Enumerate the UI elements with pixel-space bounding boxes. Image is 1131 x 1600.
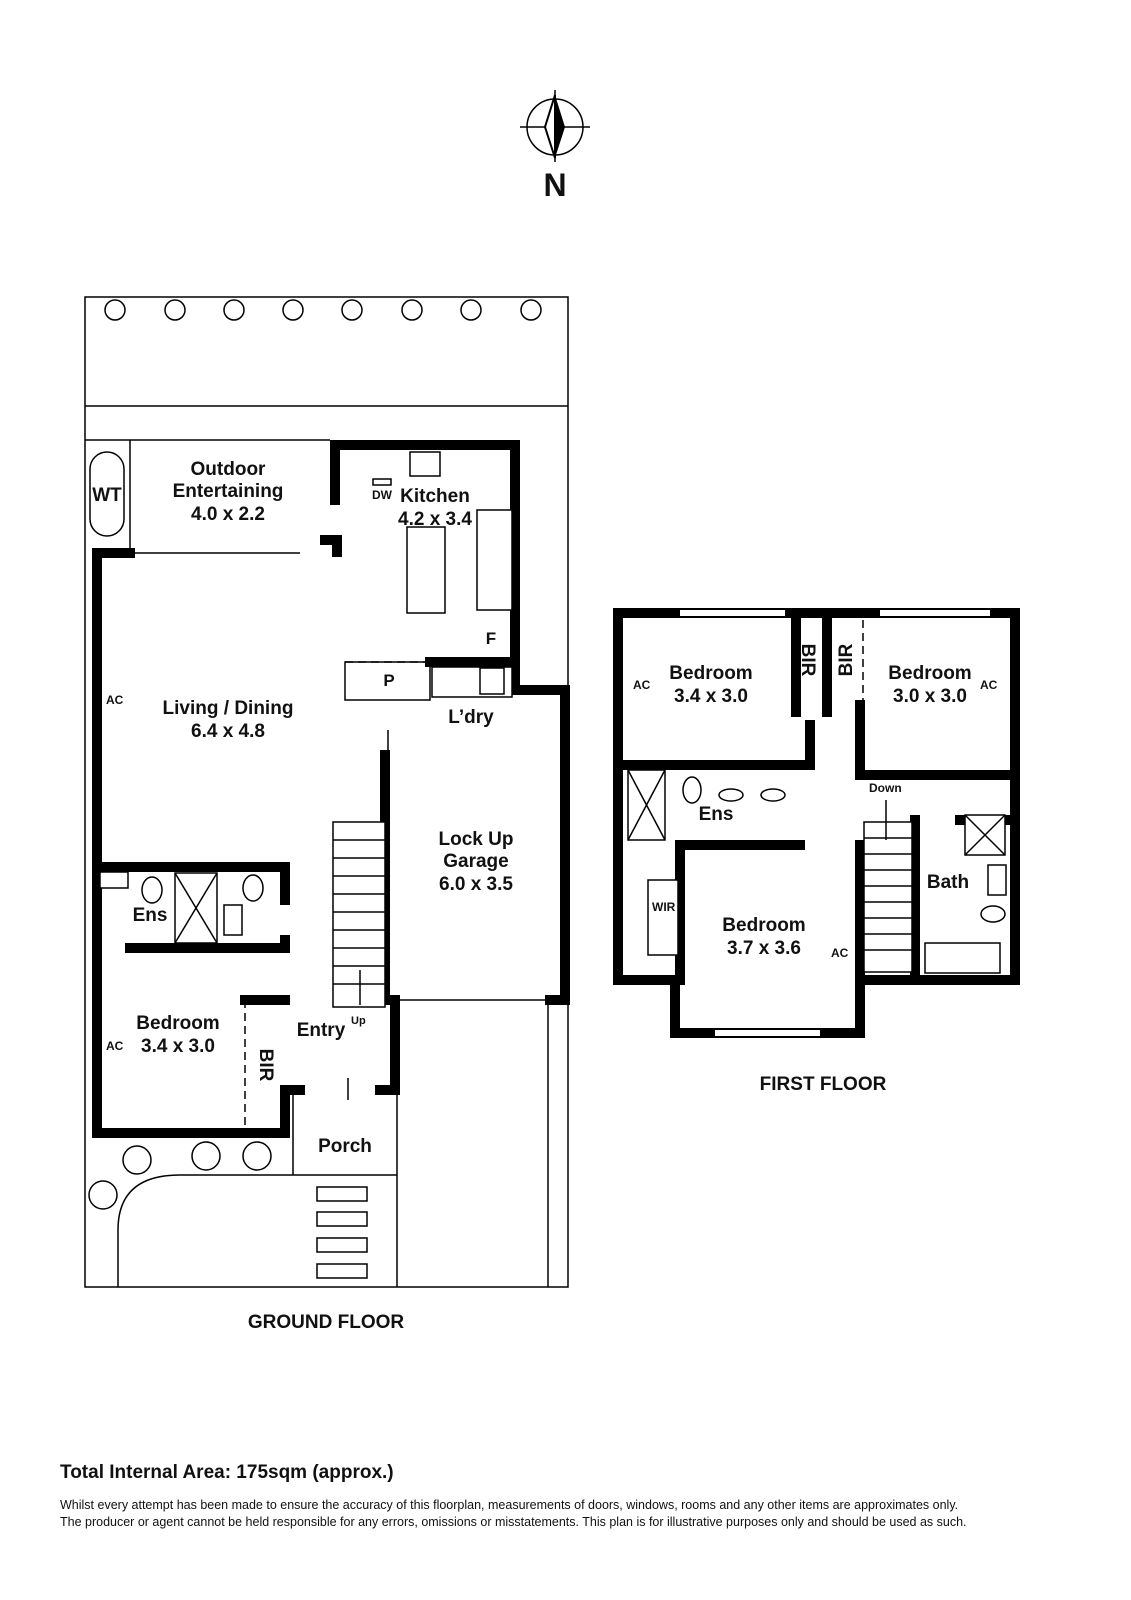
room-ens-name: Ens [133, 905, 168, 926]
label-ac-living: AC [106, 693, 124, 707]
disclaimer: Whilst every attempt has been made to en… [60, 1497, 967, 1531]
room-laundry-name: L’dry [448, 707, 494, 728]
ground-floor-title: GROUND FLOOR [248, 1312, 404, 1333]
north-arrow-icon [520, 90, 590, 162]
first-floor-title: FIRST FLOOR [760, 1074, 887, 1095]
ff-room-bedroom2-size: 3.0 x 3.0 [893, 686, 967, 707]
label-dw: DW [372, 488, 393, 502]
room-bedroom-size: 3.4 x 3.0 [141, 1036, 215, 1057]
label-up: Up [351, 1015, 366, 1027]
room-outdoor-name2: Entertaining [173, 481, 284, 502]
room-porch-name: Porch [318, 1136, 372, 1157]
room-garage-size: 6.0 x 3.5 [439, 874, 513, 895]
ff-label-ac-1: AC [633, 678, 651, 692]
total-internal-area: Total Internal Area: 175sqm (approx.) [60, 1462, 394, 1483]
ff-room-bedroom1-size: 3.4 x 3.0 [674, 686, 748, 707]
label-bir: BIR [255, 1049, 276, 1082]
room-living-name: Living / Dining [163, 698, 294, 719]
ground-floor-plan [84, 296, 570, 1288]
ff-label-ac-3: AC [831, 946, 849, 960]
ff-label-bir-2: BIR [836, 643, 857, 676]
room-kitchen-size: 4.2 x 3.4 [398, 509, 472, 530]
ff-room-ens-name: Ens [699, 804, 734, 825]
ff-label-down: Down [869, 781, 902, 795]
ff-room-bedroom3-name: Bedroom [722, 915, 805, 936]
disclaimer-line-1: Whilst every attempt has been made to en… [60, 1498, 959, 1512]
ff-label-ac-2: AC [980, 678, 998, 692]
label-f: F [486, 629, 496, 648]
ff-room-bath-name: Bath [927, 872, 969, 893]
disclaimer-line-2: The producer or agent cannot be held res… [60, 1515, 967, 1529]
compass-label: N [543, 167, 566, 203]
ff-label-bir-1: BIR [797, 644, 818, 677]
label-ac-bedroom: AC [106, 1039, 124, 1053]
ff-room-bedroom1-name: Bedroom [669, 663, 752, 684]
label-p: P [383, 671, 394, 690]
label-wt: WT [92, 485, 122, 506]
ff-room-bedroom3-size: 3.7 x 3.6 [727, 938, 801, 959]
room-living-size: 6.4 x 4.8 [191, 721, 265, 742]
first-floor-plan [613, 608, 1020, 1038]
room-garage-name2: Garage [443, 851, 508, 872]
room-bedroom-name: Bedroom [136, 1013, 219, 1034]
ff-room-bedroom2-name: Bedroom [888, 663, 971, 684]
room-outdoor-size: 4.0 x 2.2 [191, 504, 265, 525]
room-kitchen-name: Kitchen [400, 486, 470, 507]
room-outdoor-name: Outdoor [191, 459, 267, 480]
room-garage-name: Lock Up [439, 829, 514, 850]
tree-icons [88, 299, 542, 1210]
room-entry-name: Entry [297, 1020, 346, 1041]
ff-label-wir: WIR [652, 900, 676, 914]
